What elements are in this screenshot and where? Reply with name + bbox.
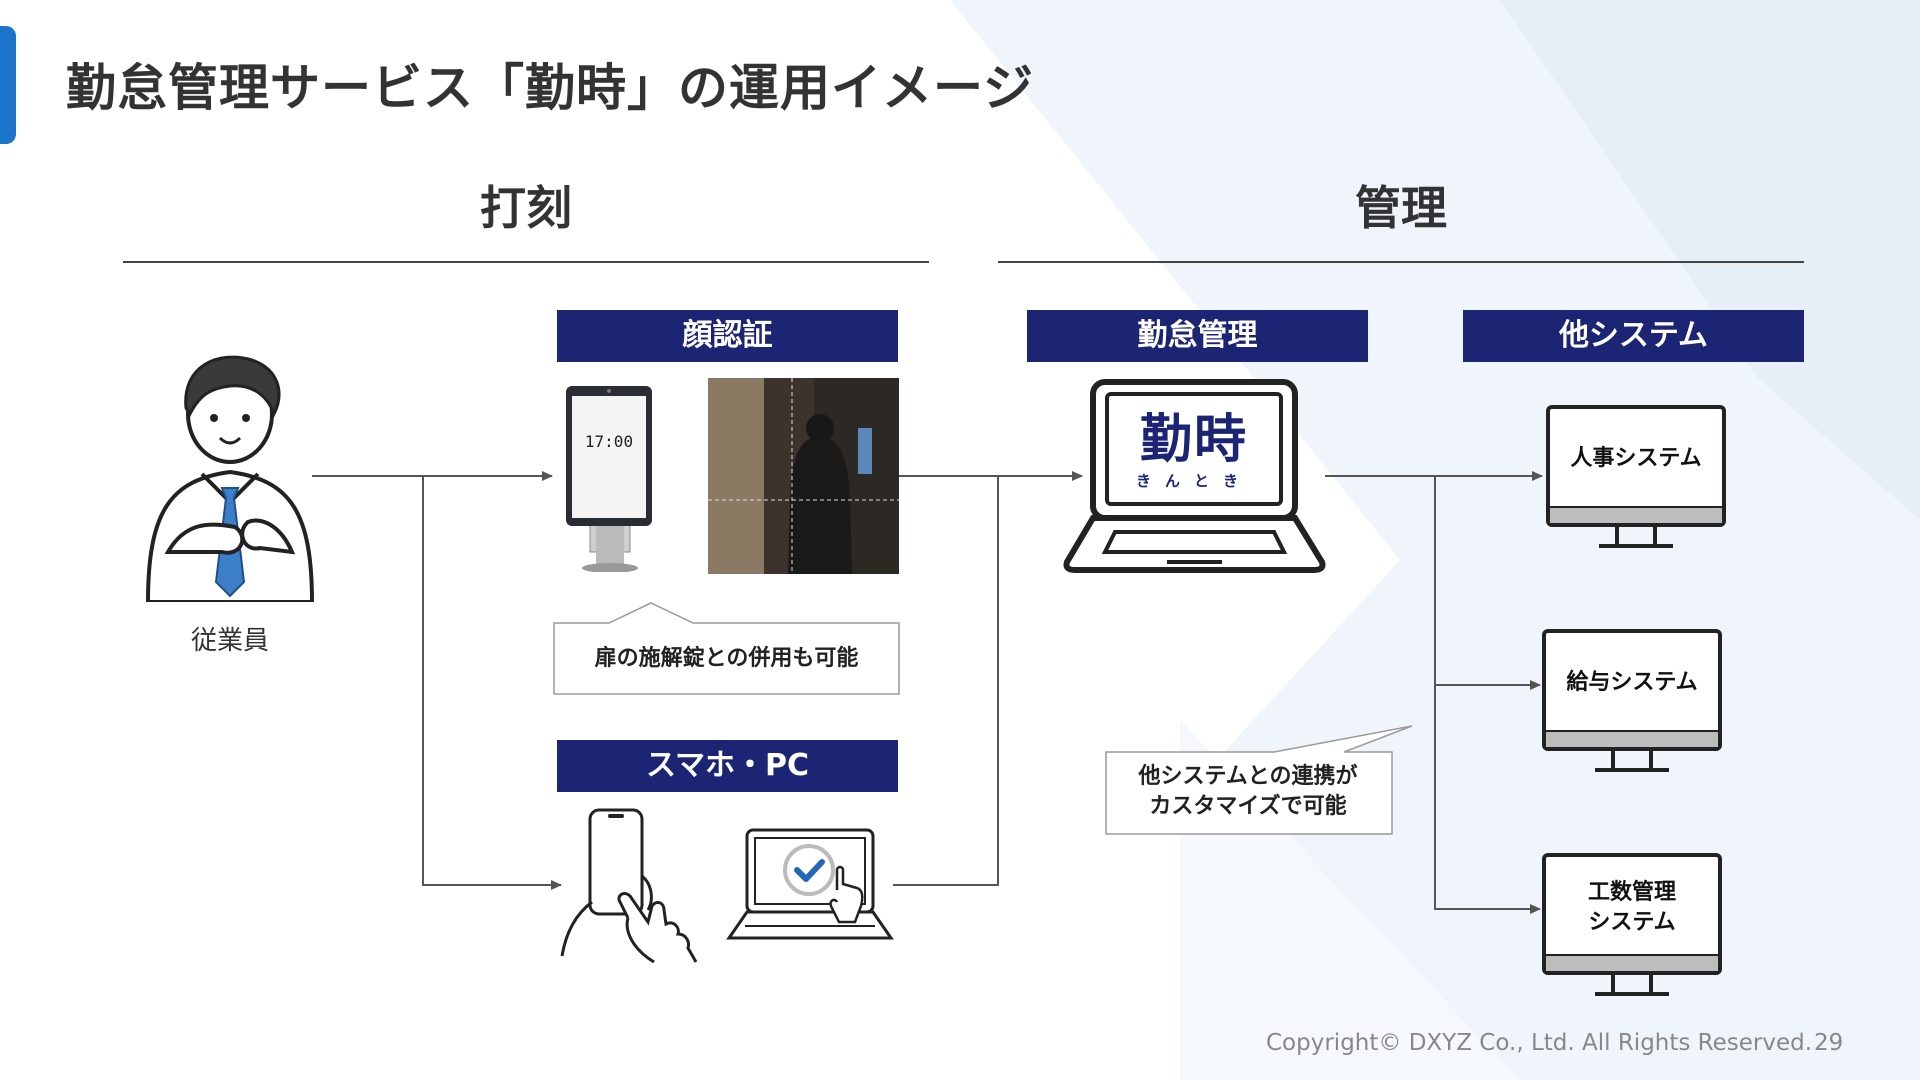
page-number: 29	[1814, 1030, 1844, 1056]
monitor-manhour-label: 工数管理 システム	[1544, 878, 1720, 938]
other-systems-callout-shape	[1105, 725, 1413, 835]
face-auth-callout: 扉の施解錠との併用も可能	[553, 623, 900, 694]
face-auth-callout-text: 扉の施解錠との併用も可能	[594, 646, 859, 671]
section-heading-management: 管理	[1355, 181, 1447, 235]
page-title: 勤怠管理サービス「勤時」の運用イメージ	[66, 59, 1034, 117]
attendance-laptop	[1063, 379, 1326, 573]
monitor-hr-label: 人事システム	[1570, 446, 1702, 471]
smartphone-icon	[560, 808, 698, 964]
other-systems-callout: 他システムとの連携が カスタマイズで可能	[1106, 756, 1390, 822]
monitor-hr	[1546, 405, 1726, 548]
title-accent-bar	[0, 26, 16, 144]
door-photo	[708, 378, 899, 574]
monitor-payroll	[1542, 629, 1722, 772]
face-auth-callout-shape	[553, 602, 900, 695]
face-terminal-time: 17:00	[584, 432, 634, 451]
section-rule-clock-in	[123, 261, 929, 263]
banner-attendance: 勤怠管理	[1027, 310, 1368, 362]
monitor-payroll-label: 給与システム	[1566, 670, 1698, 695]
monitor-manhour-label-line1: 工数管理	[1587, 880, 1676, 905]
other-systems-callout-line2: カスタマイズで可能	[1149, 794, 1347, 819]
kintoki-logo-subtitle: きんとき	[1135, 472, 1252, 490]
copyright-footer: Copyright© DXYZ Co., Ltd. All Rights Res…	[1266, 1030, 1813, 1056]
employee-icon	[145, 355, 315, 602]
laptop-check-icon	[726, 828, 894, 940]
employee-label: 従業員	[190, 626, 269, 656]
section-heading-clock-in: 打刻	[480, 181, 572, 235]
kintoki-logo: 勤時	[1139, 410, 1248, 470]
section-rule-management	[998, 261, 1804, 263]
banner-mobile-pc: スマホ・PC	[557, 740, 898, 792]
monitor-manhour-label-line2: システム	[1588, 910, 1676, 935]
banner-face-auth: 顔認証	[557, 310, 898, 362]
monitor-manhour	[1542, 853, 1722, 996]
other-systems-callout-line1: 他システムとの連携が	[1138, 764, 1358, 789]
face-terminal-device	[566, 386, 652, 572]
banner-other-systems: 他システム	[1463, 310, 1804, 362]
